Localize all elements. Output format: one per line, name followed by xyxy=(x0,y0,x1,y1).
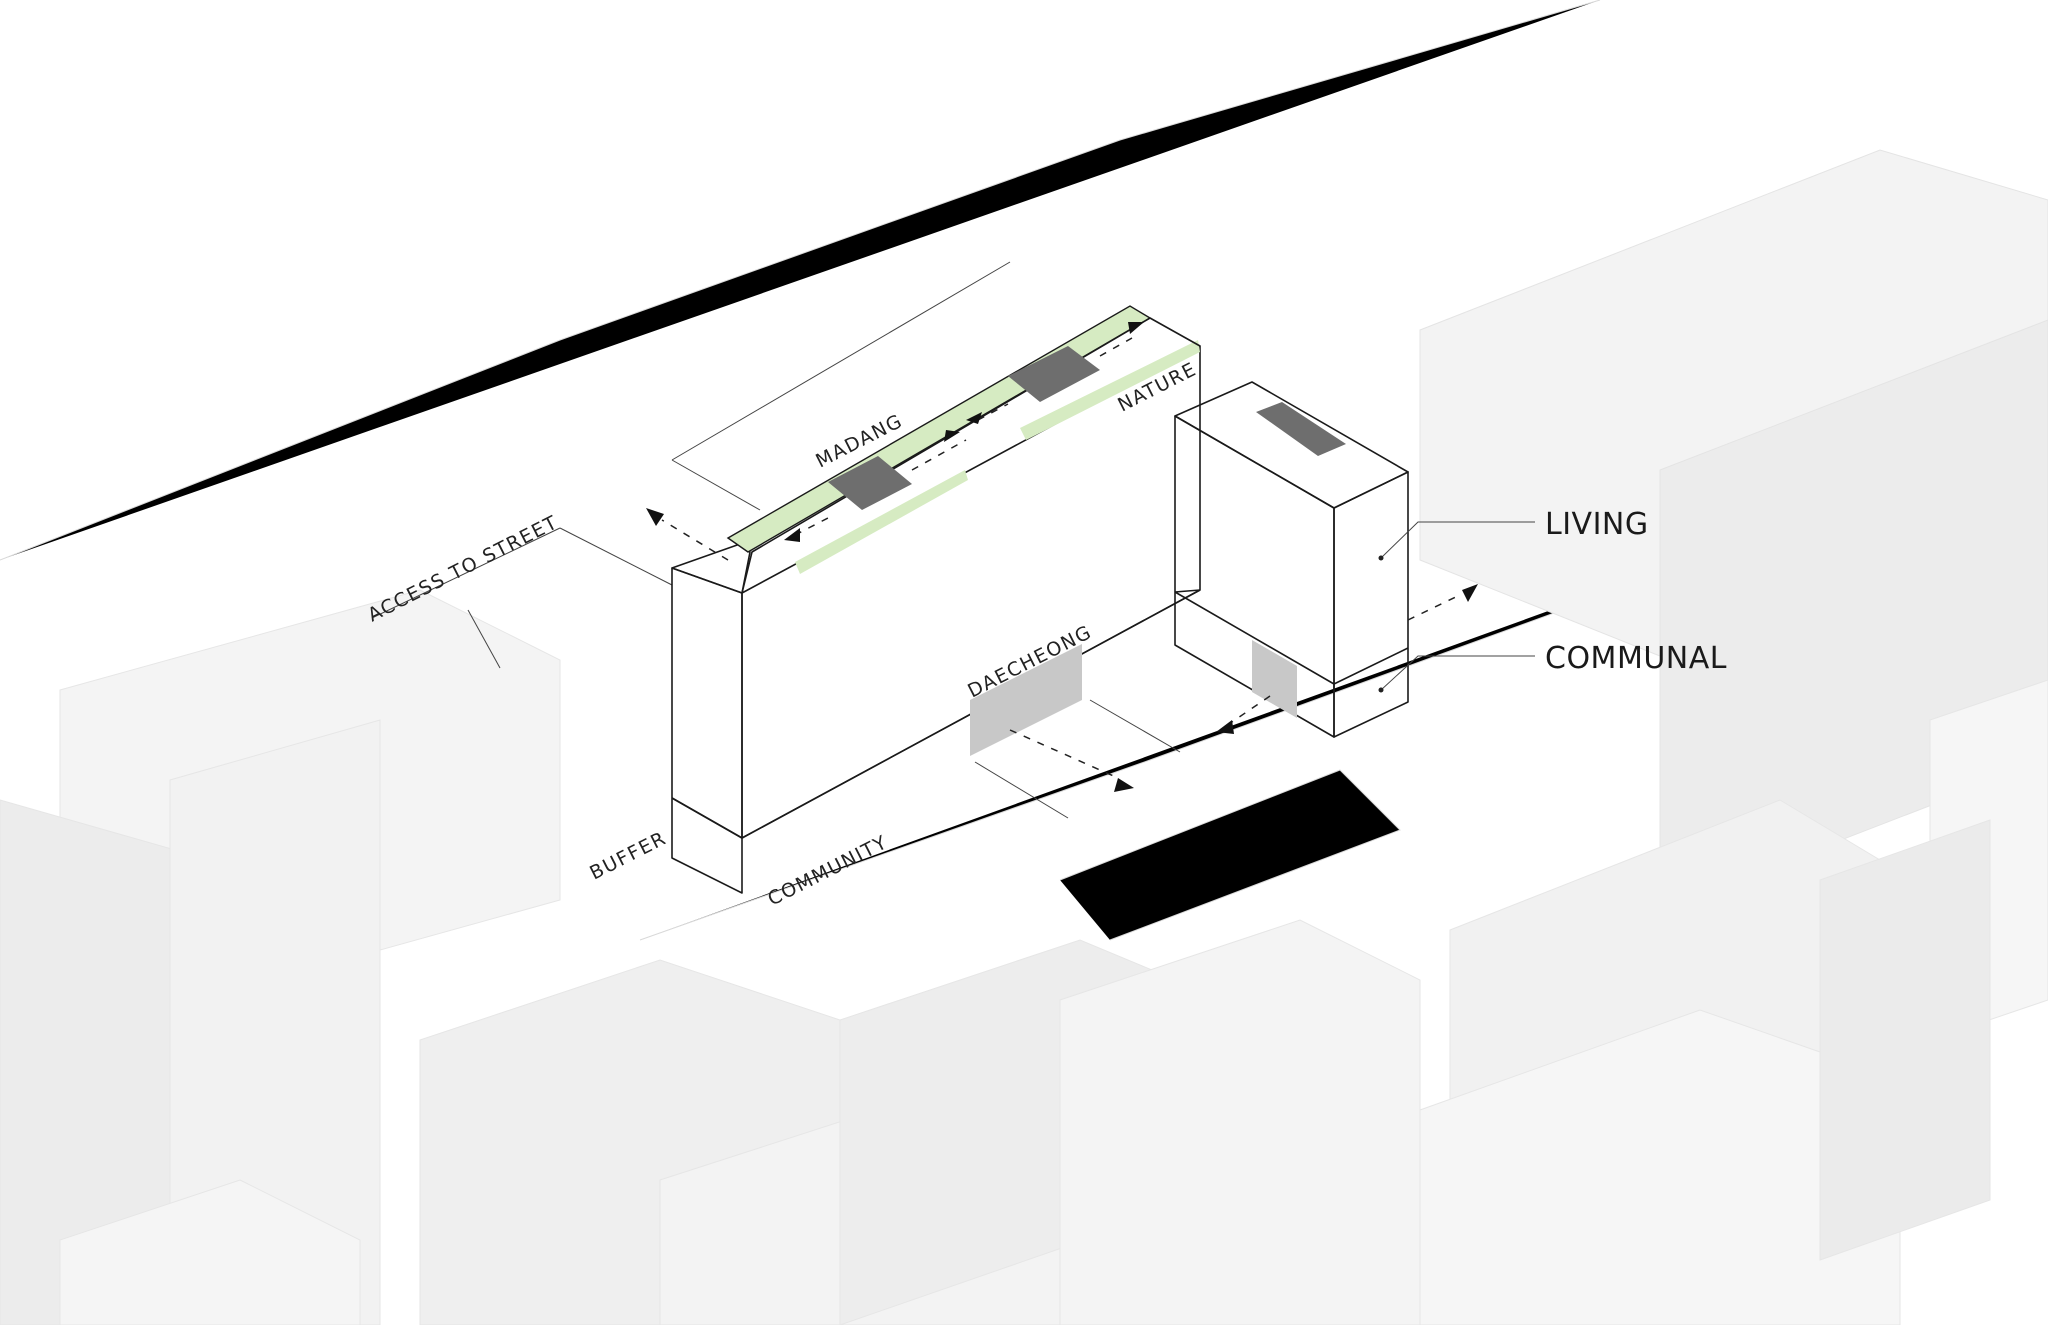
roof-dash-3 xyxy=(977,403,1009,421)
site-lines xyxy=(371,261,1181,819)
long-slab xyxy=(671,305,1201,894)
lower-green-strip xyxy=(795,470,968,574)
context-line xyxy=(0,0,1601,561)
legend-leaders xyxy=(1378,521,1535,693)
access-arrowhead xyxy=(646,508,664,526)
buffer-band-line xyxy=(671,797,743,839)
communal-void xyxy=(1252,640,1297,718)
east-arrow-line xyxy=(1407,593,1463,621)
access-arrow-line xyxy=(661,519,729,561)
tower xyxy=(1174,381,1409,738)
roof-dash-2 xyxy=(911,439,967,471)
nature-green-strip xyxy=(1020,340,1200,440)
context-block xyxy=(59,1179,361,1325)
communal-label: COMMUNAL xyxy=(1545,641,1727,676)
site-line xyxy=(371,527,561,619)
site-line xyxy=(1089,699,1181,753)
site-line xyxy=(559,527,673,586)
context-block xyxy=(1819,819,1991,1261)
buffer-label: BUFFER xyxy=(586,827,670,884)
communal-band-line xyxy=(1174,591,1409,685)
roof-arrowhead-left xyxy=(784,528,800,542)
access-to-street-label: ACCESS TO STREET xyxy=(364,511,562,626)
communal-leader xyxy=(1380,655,1535,691)
living-leader xyxy=(1380,521,1535,559)
roof-arrowhead-mid-a xyxy=(966,412,982,424)
living-label: LIVING xyxy=(1545,507,1649,542)
roof-dash-4 xyxy=(1099,337,1133,357)
skylight-2 xyxy=(1008,346,1100,402)
community-label: COMMUNITY xyxy=(764,831,891,910)
roof-arrowhead-right xyxy=(1128,322,1144,334)
slab-end-face xyxy=(671,567,743,894)
communal-dot xyxy=(1378,687,1384,693)
tower-roof xyxy=(1174,381,1409,509)
tower-right-face xyxy=(1333,471,1409,738)
daecheong-arrowhead xyxy=(1114,778,1134,792)
link-line xyxy=(1174,589,1201,593)
site-line xyxy=(467,609,501,669)
movement-arrows xyxy=(646,322,1478,792)
daecheong-arrow-line xyxy=(1009,729,1119,779)
madang-green-strip xyxy=(726,305,1152,553)
east-arrowhead xyxy=(1462,584,1478,602)
context-block xyxy=(0,799,211,1325)
site-line xyxy=(671,261,1011,461)
living-dot xyxy=(1378,555,1384,561)
communal-arrowhead xyxy=(1216,720,1234,734)
context-line xyxy=(1059,769,1401,941)
daecheong-void xyxy=(970,644,1082,756)
community-band-line xyxy=(671,589,1201,839)
context-block xyxy=(169,719,381,1325)
skylight-1 xyxy=(828,456,912,510)
site-line xyxy=(974,761,1069,819)
roof-dash-1 xyxy=(794,517,829,536)
site-line xyxy=(671,459,761,511)
slab-roof xyxy=(671,543,751,594)
tower-skylight xyxy=(1256,402,1346,456)
slab-roof-edge xyxy=(741,317,1201,594)
roof-arrowhead-mid-b xyxy=(944,430,960,442)
